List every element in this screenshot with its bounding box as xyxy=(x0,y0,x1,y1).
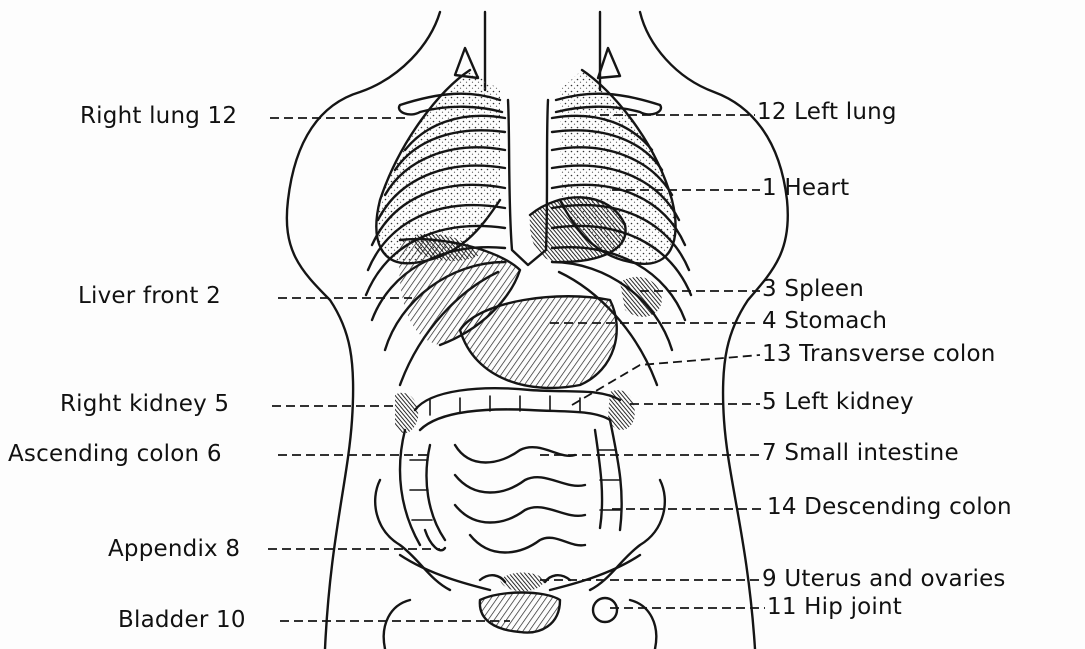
label-descending-colon: 14 Descending colon xyxy=(767,496,1012,519)
label-right-lung: Right lung 12 xyxy=(80,105,237,128)
label-left-kidney: 5 Left kidney xyxy=(762,391,914,414)
heart xyxy=(530,197,626,262)
label-hip-joint: 11 Hip joint xyxy=(767,596,902,619)
kidneys xyxy=(395,390,635,433)
label-bladder: Bladder 10 xyxy=(118,609,246,632)
label-heart: 1 Heart xyxy=(762,177,849,200)
label-transverse-colon: 13 Transverse colon xyxy=(762,343,996,366)
label-spleen: 3 Spleen xyxy=(762,278,864,301)
label-appendix: Appendix 8 xyxy=(108,538,240,561)
label-uterus-and-ovaries: 9 Uterus and ovaries xyxy=(762,568,1006,591)
label-right-kidney: Right kidney 5 xyxy=(60,393,229,416)
lungs xyxy=(376,48,675,264)
spleen xyxy=(620,277,662,317)
label-stomach: 4 Stomach xyxy=(762,310,887,333)
uterus-and-bladder xyxy=(480,573,570,633)
label-liver-front: Liver front 2 xyxy=(78,285,221,308)
label-ascending-colon: Ascending colon 6 xyxy=(8,443,222,466)
label-small-intestine: 7 Small intestine xyxy=(762,442,959,465)
intestines xyxy=(400,388,622,552)
label-left-lung: 12 Left lung xyxy=(757,101,897,124)
